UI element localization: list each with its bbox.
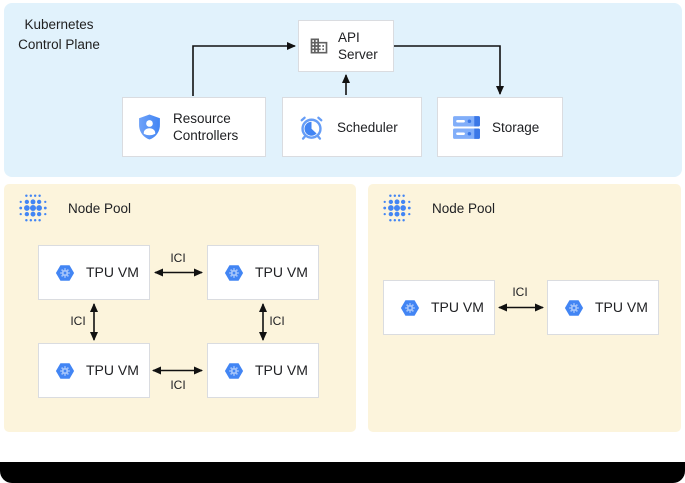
building-icon	[310, 38, 328, 54]
storage-disks-icon	[453, 115, 480, 139]
node-pool-left-header: Node Pool	[16, 190, 131, 226]
shield-user-icon	[139, 114, 160, 140]
node-pool-right: Node Pool TPU VM TPU VM	[368, 184, 681, 432]
api-server-label: API Server	[338, 30, 378, 62]
tpu-hexagon-icon	[224, 264, 244, 281]
tpu-vm-box-4: TPU VM	[207, 343, 319, 398]
api-server-box: API Server	[298, 20, 394, 72]
node-pool-right-header: Node Pool	[380, 190, 495, 226]
ici-label-pool1-left: ICI	[70, 314, 86, 328]
tpu-hexagon-icon	[55, 362, 75, 379]
dot-grid-icon	[383, 194, 411, 222]
storage-label: Storage	[492, 119, 540, 135]
tpu-vm-box-5: TPU VM	[383, 280, 495, 335]
node-pool-left: Node Pool TPU VM TPU VM	[4, 184, 356, 432]
tpu-vm-box-3: TPU VM	[38, 343, 150, 398]
scheduler-box: Scheduler	[282, 97, 422, 157]
tpu-hexagon-icon	[55, 264, 75, 281]
tpu-vm-label: TPU VM	[595, 299, 648, 315]
tpu-vm-label: TPU VM	[255, 362, 308, 378]
ici-label-pool1-bottom: ICI	[170, 378, 186, 392]
tpu-hexagon-icon	[400, 299, 420, 316]
storage-box: Storage	[437, 97, 563, 157]
tpu-vm-box-6: TPU VM	[547, 280, 659, 335]
tpu-vm-label: TPU VM	[86, 362, 139, 378]
tpu-vm-label: TPU VM	[86, 264, 139, 280]
alarm-clock-icon	[300, 116, 323, 140]
tpu-vm-label: TPU VM	[431, 299, 484, 315]
resource-controllers-box: Resource Controllers	[122, 97, 266, 157]
tpu-vm-box-2: TPU VM	[207, 245, 319, 300]
ici-label-pool1-top: ICI	[170, 251, 186, 265]
ici-label-pool2: ICI	[512, 285, 528, 299]
tpu-hexagon-icon	[564, 299, 584, 316]
control-plane-title: Kubernetes Control Plane	[18, 17, 100, 52]
dot-grid-icon	[19, 194, 47, 222]
resource-controllers-label: Resource Controllers	[173, 111, 239, 143]
tpu-vm-label: TPU VM	[255, 264, 308, 280]
tpu-hexagon-icon	[224, 362, 244, 379]
node-pool-left-title: Node Pool	[68, 200, 132, 216]
ici-label-pool1-right: ICI	[269, 314, 285, 328]
scheduler-label: Scheduler	[337, 119, 398, 135]
tpu-vm-box-1: TPU VM	[38, 245, 150, 300]
bottom-bar	[0, 462, 685, 483]
node-pool-right-title: Node Pool	[432, 200, 496, 216]
